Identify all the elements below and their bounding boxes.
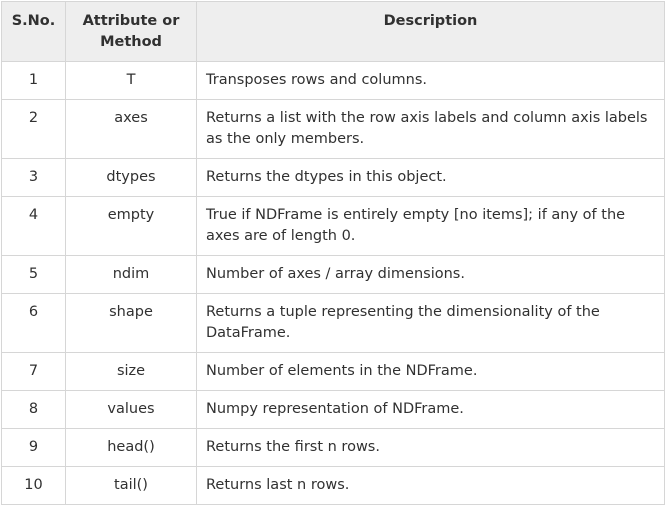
desc-cell: Returns a tuple representing the dimensi…	[196, 293, 665, 353]
sno-cell: 3	[1, 158, 66, 197]
desc-cell: Number of elements in the NDFrame.	[196, 352, 665, 391]
sno-cell: 8	[1, 390, 66, 429]
attr-cell: dtypes	[65, 158, 197, 197]
sno-cell: 6	[1, 293, 66, 353]
sno-cell: 9	[1, 428, 66, 467]
desc-cell: True if NDFrame is entirely empty [no it…	[196, 196, 665, 256]
attr-cell: axes	[65, 99, 197, 159]
header-sno: S.No.	[1, 1, 66, 62]
desc-cell: Transposes rows and columns.	[196, 61, 665, 100]
attr-cell: head()	[65, 428, 197, 467]
attr-cell: values	[65, 390, 197, 429]
attr-cell: shape	[65, 293, 197, 353]
attr-cell: ndim	[65, 255, 197, 294]
attr-cell: size	[65, 352, 197, 391]
desc-cell: Returns the first n rows.	[196, 428, 665, 467]
sno-cell: 5	[1, 255, 66, 294]
table-header: S.No. Attribute or Method Description	[1, 1, 665, 62]
desc-cell: Returns the dtypes in this object.	[196, 158, 665, 197]
attr-cell: empty	[65, 196, 197, 256]
attr-cell: tail()	[65, 466, 197, 505]
attr-cell: T	[65, 61, 197, 100]
sno-cell: 1	[1, 61, 66, 100]
header-row: S.No. Attribute or Method Description	[1, 1, 665, 62]
sno-cell: 4	[1, 196, 66, 256]
sno-cell: 10	[1, 466, 66, 505]
sno-cell: 2	[1, 99, 66, 159]
desc-cell: Number of axes / array dimensions.	[196, 255, 665, 294]
desc-cell: Returns last n rows.	[196, 466, 665, 505]
sno-cell: 7	[1, 352, 66, 391]
header-attribute: Attribute or Method	[65, 1, 197, 62]
header-description: Description	[196, 1, 665, 62]
desc-cell: Returns a list with the row axis labels …	[196, 99, 665, 159]
desc-cell: Numpy representation of NDFrame.	[196, 390, 665, 429]
